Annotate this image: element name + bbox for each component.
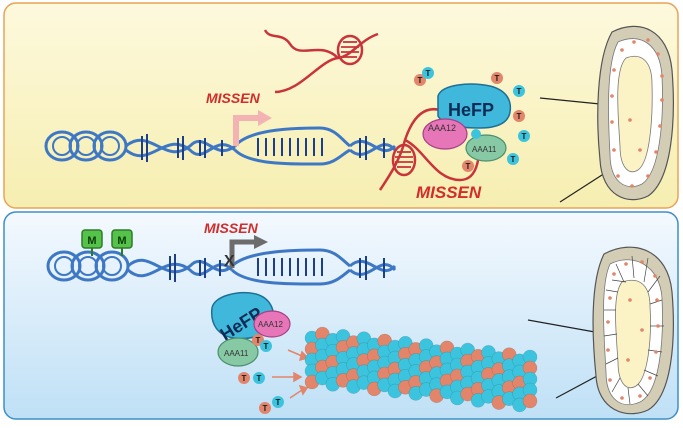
svg-text:T: T [242,374,247,383]
top-particle-letters: T T T T T T T T [418,69,527,171]
svg-text:T: T [418,76,423,85]
bottom-cell [592,246,674,415]
top-aaa11-domain [465,134,507,162]
bottom-aaa11-domain [217,337,259,367]
filament-particle [522,393,538,409]
svg-text:T: T [256,336,261,345]
svg-text:T: T [263,404,268,413]
silenced-transcription-arrowhead [254,235,268,249]
active-transcription-arrow [233,115,258,146]
protein-filament [304,326,538,413]
free-rna-transcript [263,29,379,94]
active-transcription-arrowhead [258,110,272,126]
bottom-missen-label: MISSEN [204,220,259,236]
top-aaa12-label: AAA12 [428,123,456,133]
bottom-aaa12-label: AAA12 [258,320,283,329]
svg-text:T: T [511,155,516,164]
top-dna [44,126,397,166]
bottom-aaa12-domain [253,310,291,338]
top-dna-base-pairs [141,134,385,162]
tethered-rna-stem [395,151,413,168]
top-particles [414,67,530,172]
silenced-transcription-arrow [229,239,254,268]
svg-text:M: M [117,235,126,247]
top-panel: MISSEN MISSEN HeFP AAA12 [3,2,679,209]
bottom-particle-letters: T T T T T T [242,336,281,413]
svg-text:T: T [517,87,522,96]
svg-text:T: T [466,162,471,171]
top-cell [597,25,674,201]
top-hefp-complex: HeFP AAA12 AAA11 [422,83,512,162]
top-aaa11-label: AAA11 [472,145,497,154]
bottom-panel-background [3,211,679,420]
top-missen-arrow-label: MISSEN [206,90,261,106]
top-panel-background [3,2,679,209]
free-rna-stem [341,41,359,58]
bottom-particles [238,334,284,414]
tethered-rna [378,107,481,191]
svg-text:T: T [426,69,431,78]
bottom-hefp-complex: HeFP AAA12 AAA11 [210,292,291,367]
bottom-dna [46,248,397,286]
svg-text:T: T [276,398,281,407]
svg-text:M: M [87,235,96,247]
svg-text:T: T [264,342,269,351]
top-hefp-label: HeFP [448,100,494,120]
bottom-aaa11-label: AAA11 [224,349,249,358]
svg-text:T: T [257,374,262,383]
bottom-panel: M M X MISSEN HeFP AAA12 AAA11 T [3,211,679,420]
silenced-mark: X [224,253,235,270]
svg-text:T: T [522,132,527,141]
svg-text:T: T [517,112,522,121]
svg-text:T: T [495,74,500,83]
top-aaa12-domain [422,118,468,150]
methyl-mark-2: M [111,229,133,256]
methyl-mark-1: M [81,229,103,256]
top-missen-rna-label: MISSEN [416,183,482,202]
bottom-dna-base-pairs [169,254,385,282]
